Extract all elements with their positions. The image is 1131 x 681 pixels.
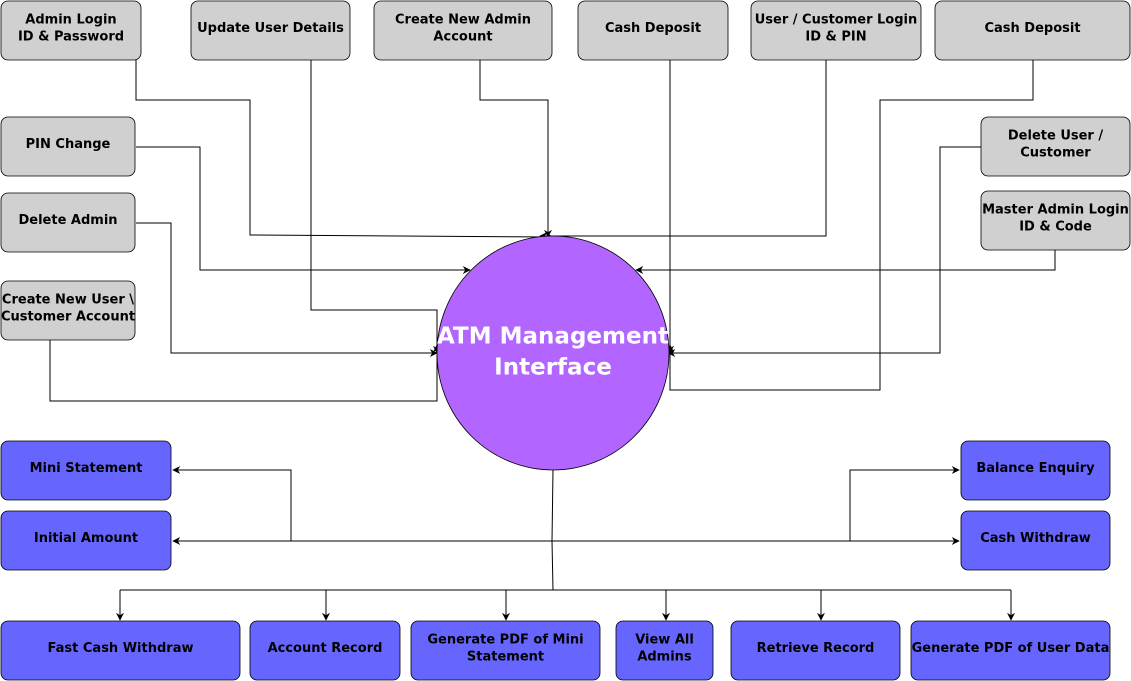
connector-line — [310, 60, 441, 354]
output-node-cash-withdraw: Cash Withdraw — [960, 510, 1111, 571]
node-box — [577, 0, 729, 61]
node-label: Account Record — [268, 641, 383, 656]
input-node-cash-deposit-2: Cash Deposit — [934, 0, 1131, 61]
connector-line — [136, 222, 438, 357]
node-label: User / Customer Login — [755, 13, 918, 28]
node-label: Initial Amount — [34, 531, 138, 546]
node-box — [750, 0, 922, 61]
output-node-retrieve-record: Retrieve Record — [730, 620, 901, 681]
input-node-admin-login: Admin Login ID & Password — [0, 0, 142, 61]
input-node-delete-user-customer: Delete User / Customer — [980, 116, 1131, 177]
node-label: Statement — [467, 650, 544, 665]
output-node-fast-cash-withdraw: Fast Cash Withdraw — [0, 620, 241, 681]
node-box — [980, 116, 1131, 177]
node-label: Mini Statement — [30, 461, 143, 476]
node-box — [0, 0, 142, 61]
node-label: Customer Account — [1, 310, 135, 325]
node-box — [980, 190, 1131, 251]
node-box — [960, 510, 1111, 571]
connector-line — [666, 60, 1034, 391]
node-label: ID & PIN — [805, 30, 866, 45]
node-box — [0, 192, 136, 253]
node-box — [0, 510, 172, 571]
node-label: Cash Deposit — [605, 21, 701, 36]
connector-line — [667, 146, 981, 357]
connector-line — [172, 466, 554, 542]
connector-line — [479, 60, 552, 238]
node-label: Cash Deposit — [984, 21, 1080, 36]
output-node-account-record: Account Record — [249, 620, 401, 681]
node-label: ID & Code — [1019, 220, 1092, 235]
node-label: Create New Admin — [395, 13, 531, 28]
node-box — [373, 0, 553, 61]
node-label: Update User Details — [197, 21, 344, 36]
output-node-balance-enquiry: Balance Enquiry — [960, 440, 1111, 501]
output-node-initial-amount: Initial Amount — [0, 510, 172, 571]
node-box — [730, 620, 901, 681]
center-label: Interface — [494, 355, 612, 381]
connector-line — [539, 60, 827, 240]
node-label: Customer — [1020, 146, 1091, 161]
connector-line — [49, 340, 441, 402]
node-label: Generate PDF of User Data — [912, 641, 1110, 656]
input-node-cash-deposit-1: Cash Deposit — [577, 0, 729, 61]
node-box — [0, 280, 136, 341]
node-label: Account — [433, 30, 492, 45]
connector-line — [136, 146, 471, 274]
node-label: Retrieve Record — [757, 641, 875, 656]
node-label: View All — [635, 633, 694, 648]
node-label: PIN Change — [26, 137, 111, 152]
input-node-delete-admin: Delete Admin — [0, 192, 136, 253]
node-label: Admin Login — [25, 13, 116, 28]
input-node-update-user-details: Update User Details — [190, 0, 351, 61]
node-label: Admins — [637, 650, 692, 665]
node-label: ID & Password — [18, 30, 124, 45]
node-label: Generate PDF of Mini — [427, 633, 583, 648]
connector-line — [135, 60, 554, 241]
connector-line — [551, 540, 554, 591]
node-box — [934, 0, 1131, 61]
node-label: Master Admin Login — [982, 203, 1129, 218]
input-node-master-admin-login: Master Admin Login ID & Code — [980, 190, 1131, 251]
center-label: ATM Management — [437, 324, 669, 350]
node-box — [960, 440, 1111, 501]
node-label: Delete Admin — [18, 213, 117, 228]
node-box — [0, 440, 172, 501]
input-node-pin-change: PIN Change — [0, 116, 136, 177]
center-circle — [436, 235, 670, 471]
connector-line — [552, 466, 960, 542]
node-box — [249, 620, 401, 681]
node-box — [615, 620, 714, 681]
node-box — [0, 620, 241, 681]
connector-lines — [49, 60, 1056, 621]
node-label: Cash Withdraw — [980, 531, 1091, 546]
node-label: Balance Enquiry — [976, 461, 1095, 476]
connector-line — [635, 250, 1056, 274]
node-label: Delete User / — [1008, 129, 1103, 144]
input-node-create-new-user-customer-account: Create New User \ Customer Account — [0, 280, 136, 341]
node-box — [190, 0, 351, 61]
node-box — [0, 116, 136, 177]
input-node-user-customer-login: User / Customer Login ID & PIN — [750, 0, 922, 61]
node-box — [910, 620, 1111, 681]
node-box — [410, 620, 601, 681]
output-node-mini-statement: Mini Statement — [0, 440, 172, 501]
node-label: Fast Cash Withdraw — [48, 641, 194, 656]
node-label: Create New User \ — [2, 293, 134, 308]
output-node-generate-pdf-user-data: Generate PDF of User Data — [910, 620, 1111, 681]
